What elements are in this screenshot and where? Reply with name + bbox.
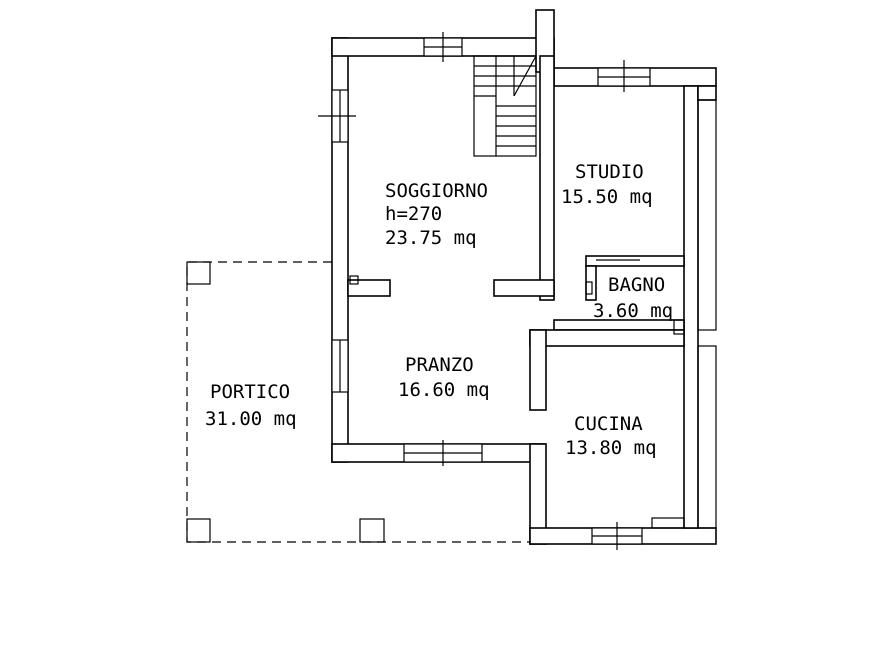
cucina-area: 13.80 mq	[565, 437, 657, 459]
soggiorno-name: SOGGIORNO	[385, 180, 488, 202]
studio-name: STUDIO	[575, 161, 644, 183]
portico-area: 31.00 mq	[205, 408, 297, 430]
room-bagno: BAGNO 3.60 mq	[593, 274, 673, 322]
interior-walls	[347, 55, 685, 529]
pranzo-area: 16.60 mq	[398, 379, 490, 401]
bagno-area: 3.60 mq	[593, 300, 673, 322]
bagno-name: BAGNO	[608, 274, 665, 296]
cucina-name: CUCINA	[574, 413, 643, 435]
soggiorno-area: 23.75 mq	[385, 227, 477, 249]
windows	[318, 32, 651, 550]
portico-column-tl	[186, 261, 211, 285]
pranzo-name: PRANZO	[405, 354, 474, 376]
room-cucina: CUCINA 13.80 mq	[565, 413, 657, 459]
portico-outline	[186, 261, 530, 543]
portico-name: PORTICO	[210, 381, 290, 403]
studio-area: 15.50 mq	[561, 186, 653, 208]
room-pranzo: PRANZO 16.60 mq	[398, 354, 490, 401]
portico-column-bl	[186, 518, 211, 543]
portico-column-br	[359, 518, 385, 543]
room-soggiorno: SOGGIORNO h=270 23.75 mq	[385, 180, 488, 249]
room-portico: PORTICO 31.00 mq	[205, 381, 297, 430]
staircase	[473, 55, 537, 157]
soggiorno-height: h=270	[385, 203, 442, 225]
room-studio: STUDIO 15.50 mq	[561, 161, 653, 208]
